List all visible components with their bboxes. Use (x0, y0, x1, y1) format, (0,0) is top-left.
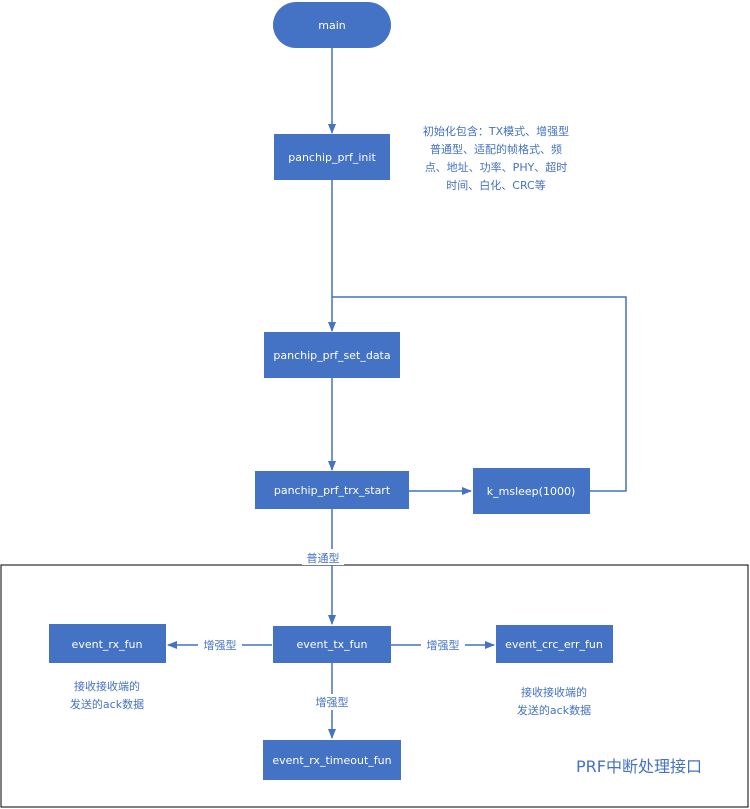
node-init-label: panchip_prf_init (288, 151, 376, 164)
node-trx-start-label: panchip_prf_trx_start (274, 484, 391, 497)
node-trx-start[interactable] (255, 471, 409, 509)
edge-msleep-loop (332, 296, 627, 492)
interrupt-group-frame (0, 564, 749, 808)
edge-label-enhanced-right: 增强型 (427, 638, 460, 652)
node-msleep[interactable] (473, 468, 590, 514)
edge-label-enhanced-down: 增强型 (316, 695, 349, 709)
init-note-line: 普通型、适配的帧格式、频 (430, 142, 562, 156)
node-rx-timeout-label: event_rx_timeout_fun (272, 754, 391, 767)
init-note-line: 点、地址、功率、PHY、超时 (425, 160, 568, 174)
node-init[interactable] (274, 134, 390, 180)
crc-ack-note-line: 发送的ack数据 (517, 703, 591, 717)
node-rx-timeout[interactable] (263, 740, 401, 780)
edge-label-bg (421, 637, 465, 653)
crc-ack-note: 接收接收端的 发送的ack数据 (517, 685, 591, 717)
init-note: 初始化包含：TX模式、增强型 普通型、适配的帧格式、频 点、地址、功率、PHY、… (423, 124, 569, 192)
interrupt-group-title: PRF中断处理接口 (576, 757, 702, 776)
node-crc-err[interactable] (496, 625, 613, 663)
rx-ack-note-line: 发送的ack数据 (70, 697, 144, 711)
edge-label-normal: 普通型 (307, 551, 340, 565)
node-main[interactable] (273, 2, 391, 48)
rx-ack-note: 接收接收端的 发送的ack数据 (70, 679, 144, 711)
node-tx-fun-label: event_tx_fun (297, 638, 368, 651)
edge-label-enhanced-left: 增强型 (204, 638, 237, 652)
crc-ack-note-line: 接收接收端的 (521, 685, 587, 699)
node-msleep-label: k_msleep(1000) (487, 485, 575, 498)
node-main-label: main (318, 19, 346, 32)
init-note-line: 时间、白化、CRC等 (446, 178, 545, 192)
node-rx-fun[interactable] (49, 624, 166, 663)
node-set-data-label: panchip_prf_set_data (273, 349, 390, 362)
edge-label-bg (302, 549, 344, 565)
edge-label-bg (310, 694, 354, 710)
rx-ack-note-line: 接收接收端的 (74, 679, 140, 693)
node-rx-fun-label: event_rx_fun (72, 638, 143, 651)
node-set-data[interactable] (264, 332, 400, 378)
init-note-line: 初始化包含：TX模式、增强型 (423, 124, 569, 138)
node-crc-err-label: event_crc_err_fun (505, 638, 603, 651)
edge-label-bg (198, 637, 242, 653)
node-tx-fun[interactable] (273, 626, 391, 663)
